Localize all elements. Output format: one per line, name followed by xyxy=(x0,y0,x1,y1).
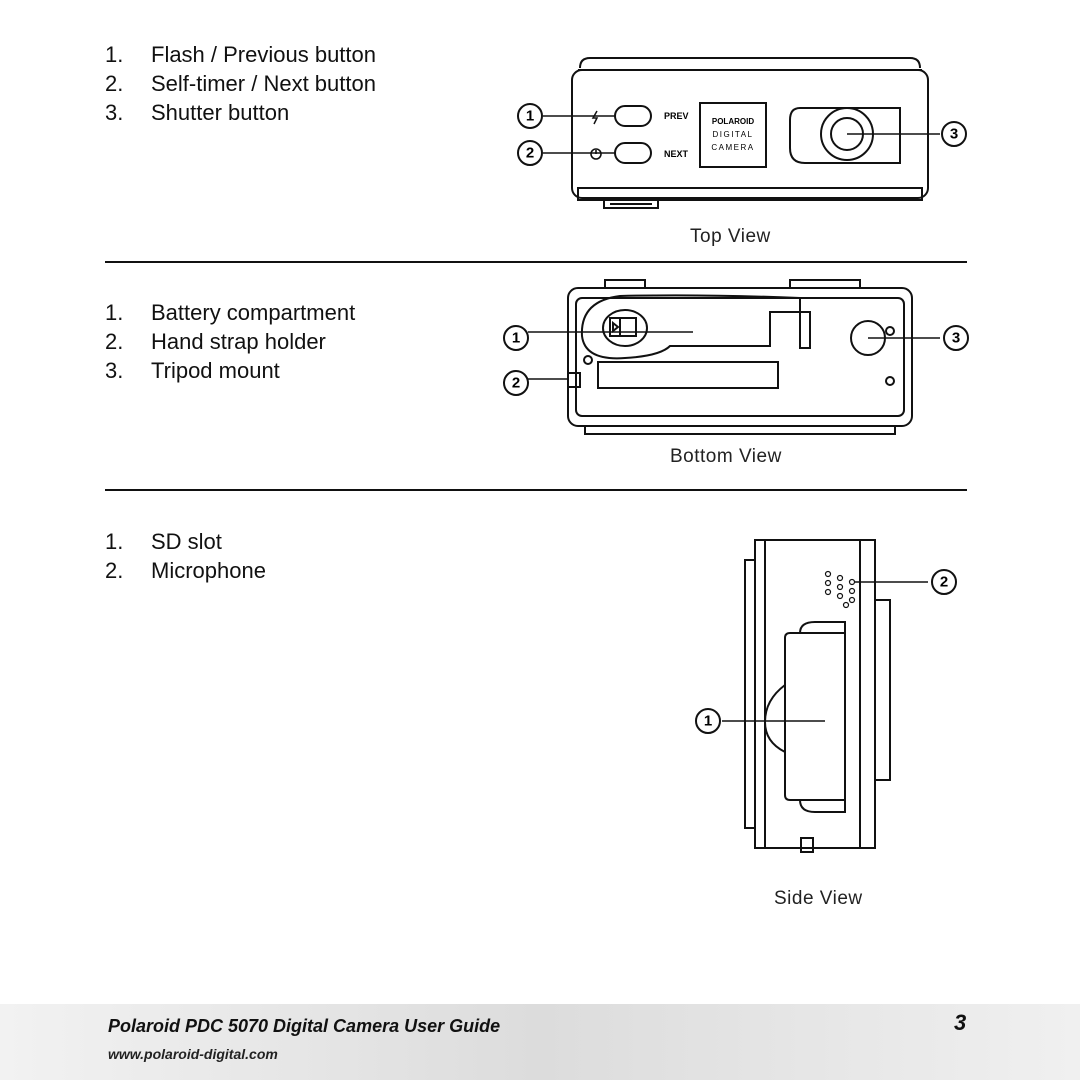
svg-text:2: 2 xyxy=(526,145,534,162)
next-button-label: NEXT xyxy=(664,149,689,159)
list-item: 2.Microphone xyxy=(105,558,266,583)
svg-text:3: 3 xyxy=(950,126,958,143)
logo-line: CAMERA xyxy=(711,143,754,152)
list-item-label: Flash / Previous button xyxy=(151,42,377,67)
side-view-caption: Side View xyxy=(774,888,863,909)
callout-3: 3 xyxy=(943,325,969,351)
callout-3: 3 xyxy=(941,121,967,147)
bottom-view-caption: Bottom View xyxy=(670,446,782,467)
list-item: 1.SD slot xyxy=(105,529,222,554)
divider xyxy=(105,261,967,263)
list-item-label: Tripod mount xyxy=(151,358,280,383)
callout-2: 2 xyxy=(517,140,543,166)
callout-2: 2 xyxy=(503,370,529,396)
logo-line: POLAROID xyxy=(712,117,754,126)
svg-text:2: 2 xyxy=(512,375,520,392)
footer-title: Polaroid PDC 5070 Digital Camera User Gu… xyxy=(108,1016,501,1036)
side-view-diagram: 2 1 xyxy=(695,539,957,853)
microphone-holes xyxy=(824,570,856,609)
list-item: 1.Flash / Previous button xyxy=(105,42,377,67)
svg-text:1: 1 xyxy=(704,713,712,730)
self-timer-icon xyxy=(590,148,602,160)
list-item: 2.Self-timer / Next button xyxy=(105,71,376,96)
footer-url: www.polaroid-digital.com xyxy=(108,1046,278,1062)
list-item: 3.Shutter button xyxy=(105,100,290,125)
list-item-label: Battery compartment xyxy=(151,300,356,325)
bottom-view-parts-list: 1.Battery compartment 2.Hand strap holde… xyxy=(105,298,355,385)
list-item-label: Hand strap holder xyxy=(151,329,326,354)
list-item-label: Microphone xyxy=(151,558,266,583)
callout-1: 1 xyxy=(517,103,543,129)
top-view-parts-list: 1.Flash / Previous button 2.Self-timer /… xyxy=(105,40,376,127)
page-number: 3 xyxy=(954,1010,967,1035)
top-view-caption: Top View xyxy=(690,226,771,247)
list-item: 1.Battery compartment xyxy=(105,300,356,325)
callout-2: 2 xyxy=(931,569,957,595)
svg-text:2: 2 xyxy=(940,574,948,591)
top-view-diagram: PREV NEXT POLAROID DIGITAL CAMERA 1 2 3 xyxy=(517,57,967,209)
list-item: 2.Hand strap holder xyxy=(105,329,326,354)
prev-button-label: PREV xyxy=(664,111,689,121)
svg-text:1: 1 xyxy=(526,108,534,125)
callout-1: 1 xyxy=(695,708,721,734)
list-item-label: SD slot xyxy=(151,529,222,554)
list-item-label: Self-timer / Next button xyxy=(151,71,376,96)
callout-1: 1 xyxy=(503,325,529,351)
svg-text:3: 3 xyxy=(952,330,960,347)
side-view-parts-list: 1.SD slot 2.Microphone xyxy=(105,527,266,585)
flash-icon xyxy=(591,110,599,125)
svg-text:1: 1 xyxy=(512,330,520,347)
divider xyxy=(105,489,967,491)
list-item: 3.Tripod mount xyxy=(105,358,280,383)
logo-line: DIGITAL xyxy=(712,130,753,139)
list-item-label: Shutter button xyxy=(151,100,290,125)
footer-bar xyxy=(0,1004,1080,1080)
bottom-view-diagram: 1 2 3 xyxy=(503,279,969,435)
